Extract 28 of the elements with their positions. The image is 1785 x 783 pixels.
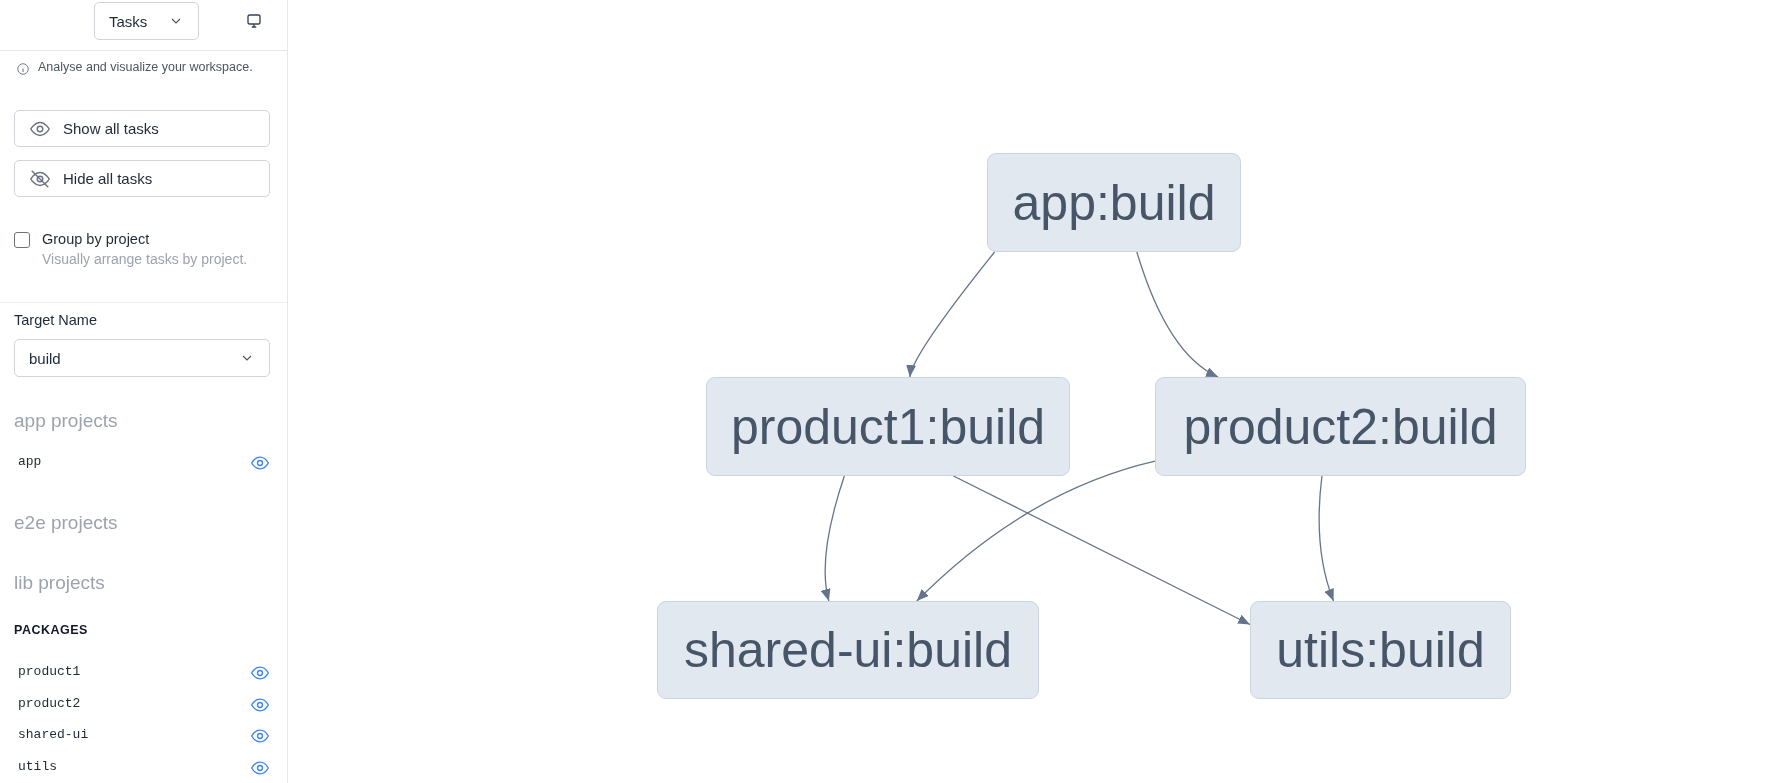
field-label: Target Name bbox=[14, 312, 97, 328]
show-all-button: Show all tasks bbox=[14, 110, 270, 147]
arrow bbox=[952, 475, 1251, 626]
task-node: product2:build bbox=[1155, 377, 1526, 476]
task-node: utils:build bbox=[1250, 601, 1511, 699]
project-name: product1 bbox=[18, 664, 81, 679]
task-node: app:build bbox=[987, 153, 1241, 252]
arrow bbox=[907, 251, 996, 378]
checkbox-label: Group by project bbox=[42, 231, 150, 247]
description-text: Analyse and visualize your workspace. bbox=[38, 60, 253, 74]
view-dropdown: Tasks bbox=[94, 2, 199, 40]
project-name: utils bbox=[18, 759, 57, 774]
arrow bbox=[916, 460, 1156, 602]
section-heading: lib projects bbox=[14, 572, 105, 594]
arrow bbox=[821, 475, 845, 602]
arrow bbox=[1136, 251, 1219, 378]
project-name: app bbox=[18, 454, 42, 469]
section-heading: app projects bbox=[14, 410, 118, 432]
task-node: product1:build bbox=[706, 377, 1070, 476]
section-heading: PACKAGES bbox=[14, 623, 88, 637]
arrow bbox=[1318, 475, 1335, 602]
hide-all-button: Hide all tasks bbox=[14, 160, 270, 197]
hint-text: Visually arrange tasks by project. bbox=[42, 251, 248, 267]
project-name: shared-ui bbox=[18, 727, 89, 742]
task-node: shared-ui:build bbox=[657, 601, 1039, 699]
project-name: product2 bbox=[18, 696, 81, 711]
target-select: build bbox=[14, 339, 270, 377]
section-heading: e2e projects bbox=[14, 512, 118, 534]
